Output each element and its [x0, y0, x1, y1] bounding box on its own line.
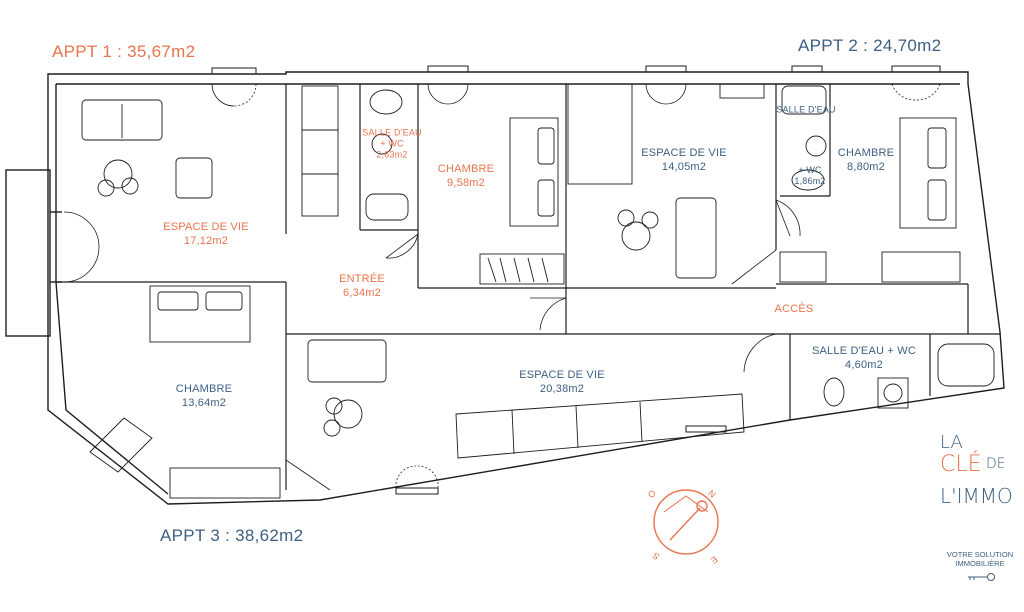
bench-icon [301, 85, 339, 217]
appt1-title: APPT 1 : 35,67m2 [52, 42, 196, 61]
logo-line1: LA [940, 432, 963, 453]
shower-icon [937, 343, 995, 387]
toilet-icon [823, 377, 845, 407]
room-a2-bath-area: + WC 1,86m2 [794, 165, 825, 187]
kitchen-icon [567, 83, 633, 185]
brand-logo: LA CLÉ DE L'IMMO VOTRE SOLUTION IMMOBILI… [936, 432, 1024, 600]
windows [211, 65, 941, 495]
sofa-icon [307, 339, 387, 383]
room-name: ENTRÉE [339, 273, 385, 285]
building-outline [47, 71, 1005, 505]
inner-left-wall [55, 84, 169, 495]
room-area: 14,05m2 [661, 161, 707, 173]
room-area: 9,58m2 [447, 177, 485, 189]
wardrobe-icon [169, 467, 281, 499]
room-name: CHAMBRE [437, 163, 495, 175]
armchair-icon [175, 157, 213, 199]
room-area: 6,34m2 [343, 287, 381, 299]
sofa-icon [81, 99, 163, 141]
room-a3-bath: SALLE D'EAU + WC 4,60m2 [812, 344, 916, 372]
room-name: ESPACE DE VIE [519, 369, 605, 381]
room-a2-bath-name: SALLE D'EAU [776, 105, 835, 116]
room-area: 2,63m2 [376, 149, 408, 160]
room-name: SALLE D'EAU + WC [811, 345, 917, 357]
doors [63, 83, 941, 491]
room-name: ESPACE DE VIE [641, 147, 727, 159]
room-area: 4,60m2 [845, 359, 883, 371]
appt3-title: APPT 3 : 38,62m2 [160, 526, 304, 545]
shower-icon [365, 193, 409, 221]
table-icon [621, 221, 651, 251]
shower-icon [781, 85, 827, 115]
room-name: ESPACE DE VIE [163, 221, 249, 233]
kitchen-icon [455, 393, 745, 459]
appt2-title: APPT 2 : 24,70m2 [798, 36, 942, 55]
furniture [81, 83, 995, 499]
bed-icon [899, 117, 957, 229]
room-area: 13,64m2 [181, 397, 227, 409]
sink-icon [369, 89, 403, 115]
room-area: 20,38m2 [539, 383, 585, 395]
sofa-icon [675, 197, 717, 279]
logo-tagline1: VOTRE SOLUTION [946, 550, 1014, 559]
interior-walls [56, 84, 1000, 490]
room-area: 1,86m2 [794, 176, 826, 186]
logo-line2a: CLÉ [940, 452, 982, 477]
room-name-extra: + WC [798, 165, 822, 175]
room-area: 8,80m2 [847, 161, 885, 173]
logo-line3: L'IMMO [940, 484, 1013, 508]
room-name: SALLE D'EAU [362, 127, 422, 138]
wardrobe-icon [479, 253, 565, 285]
bed-icon [509, 117, 559, 227]
key-icon [968, 573, 995, 581]
room-a2-living: ESPACE DE VIE 14,05m2 [641, 146, 727, 174]
table-icon [103, 159, 133, 189]
room-name-extra: + WC [380, 138, 404, 149]
logo-line2b: DE [986, 456, 1006, 472]
room-a2-bedroom: CHAMBRE 8,80m2 [838, 146, 894, 174]
compass-icon [653, 489, 719, 555]
room-name: CHAMBRE [175, 383, 233, 395]
desk-icon [89, 417, 153, 473]
table-icon [333, 399, 363, 429]
room-area: 17,12m2 [183, 235, 229, 247]
room-a1-living: ESPACE DE VIE 17,12m2 [163, 220, 249, 248]
logo-tagline2: IMMOBILIÈRE [955, 559, 1005, 568]
room-name: SALLE D'EAU [776, 104, 836, 115]
sink-icon [877, 377, 909, 409]
room-access: ACCÈS [774, 303, 814, 315]
room-a1-bedroom: CHAMBRE 9,58m2 [438, 162, 494, 190]
room-a3-living: ESPACE DE VIE 20,38m2 [519, 368, 605, 396]
room-entry: ENTRÉE 6,34m2 [339, 272, 385, 300]
sink-icon [805, 135, 827, 157]
wardrobe-icon [779, 251, 827, 283]
room-a3-bedroom: CHAMBRE 13,64m2 [176, 382, 232, 410]
room-name: CHAMBRE [837, 147, 895, 159]
bed-icon [149, 285, 251, 343]
balcony [5, 169, 51, 337]
room-a1-bath: SALLE D'EAU + WC 2,63m2 [362, 128, 421, 161]
